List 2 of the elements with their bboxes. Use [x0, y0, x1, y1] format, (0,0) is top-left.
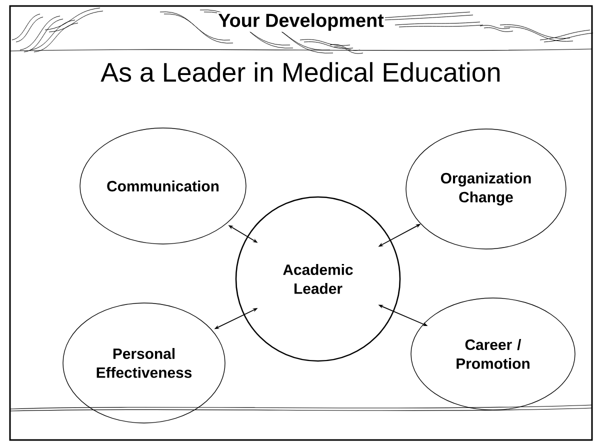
title: Your Development [218, 13, 384, 31]
subtitle: As a Leader in Medical Education [100, 62, 500, 82]
